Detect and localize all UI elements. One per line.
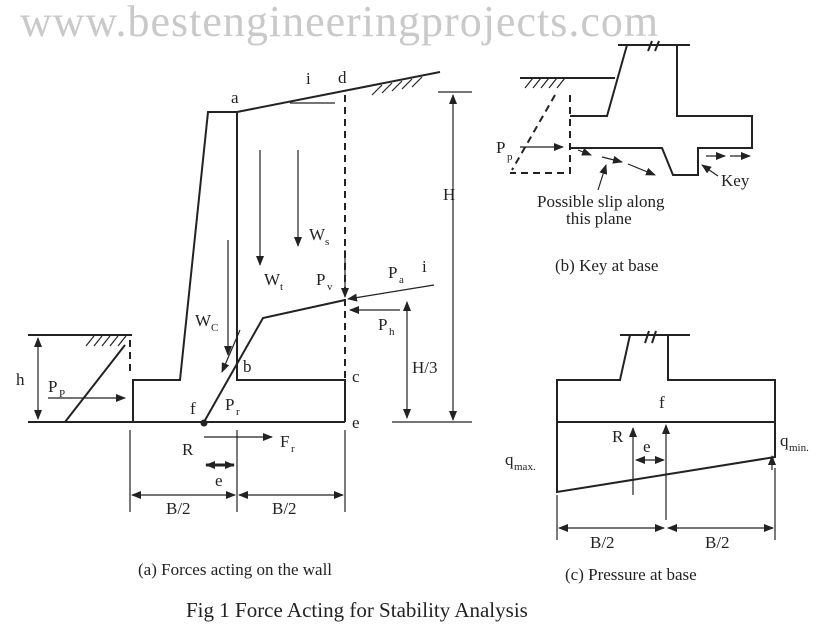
label-qmin: q [780, 431, 789, 450]
label-c: c [352, 367, 360, 386]
label-b2a: B/2 [590, 533, 615, 552]
diagram-line [556, 468, 776, 540]
label-fr_sub: r [291, 443, 295, 455]
force-Pr-arrow [221, 329, 241, 373]
passive-wedge-line [64, 344, 126, 423]
label-i2: i [422, 257, 427, 276]
break-symbol-icon [644, 330, 657, 344]
slip-direction-arrow [601, 155, 623, 164]
label-h3: H/3 [412, 358, 438, 377]
label-wc_sub: C [211, 322, 218, 334]
label-e: e [643, 437, 651, 456]
label-e: e [352, 413, 360, 432]
label-pa_sub: a [399, 274, 404, 286]
label-ws: W [309, 225, 326, 244]
slip-direction-arrow [627, 163, 656, 176]
label-qmax: q [505, 450, 514, 469]
label-wt_sub: t [280, 281, 283, 293]
label-pv_sub: v [327, 281, 333, 293]
label-qmax_sub: max. [514, 461, 536, 473]
caption-a: (a) Forces acting on the wall [138, 560, 332, 579]
key-pointer-arrow [701, 164, 719, 177]
backfill-slope [236, 71, 441, 113]
label-d: d [338, 68, 347, 87]
label-key: Key [721, 171, 750, 190]
break-symbol-icon [647, 40, 660, 52]
label-ph: P [378, 315, 387, 334]
label-h: H [443, 185, 455, 204]
label-a: a [231, 88, 239, 107]
soil-hatch-icon [85, 335, 127, 347]
label-f: f [190, 399, 196, 418]
force-Pa-arrow [347, 284, 435, 302]
label-pp_sub: P [59, 388, 65, 400]
caption-c: (c) Pressure at base [565, 565, 697, 584]
label-pv: P [316, 270, 325, 289]
diagram-line [129, 430, 346, 512]
label-pa: P [388, 263, 397, 282]
label-ws_sub: s [325, 236, 329, 248]
label-ecc: e [215, 471, 223, 490]
wall-outline [28, 111, 346, 423]
label-qmin_sub: min. [789, 442, 809, 454]
slip-direction-arrow [577, 148, 592, 156]
label-h: h [16, 370, 25, 389]
label-r: R [182, 440, 194, 459]
figure-title: Fig 1 Force Acting for Stability Analysi… [186, 598, 528, 622]
label-pr: P [225, 395, 234, 414]
soil-hatch-icon [371, 76, 423, 96]
label-slip1: Possible slip along [537, 192, 665, 211]
soil-hatch-icon [524, 77, 566, 89]
label-b2a: B/2 [166, 499, 191, 518]
point-f [200, 419, 208, 427]
caption-b: (b) Key at base [555, 256, 658, 275]
key-wall-outline [520, 44, 753, 176]
label-r: R [612, 427, 624, 446]
label-pp_sub: p [507, 151, 513, 163]
label-b2b: B/2 [272, 499, 297, 518]
label-b: b [243, 357, 252, 376]
slip-pointer-arrow [597, 164, 608, 191]
label-ph_sub: h [389, 326, 395, 338]
label-b2b: B/2 [705, 533, 730, 552]
label-pr_sub: r [236, 406, 240, 418]
label-wc: W [195, 311, 212, 330]
label-f: f [659, 393, 665, 412]
label-wt: W [264, 270, 281, 289]
resultant-line [203, 299, 346, 423]
passive-wedge-dashed [510, 94, 571, 174]
label-fr: F [280, 432, 289, 451]
label-pp: P [48, 377, 57, 396]
watermark: www.bestengineeringprojects.com [20, 0, 659, 46]
label-i: i [306, 69, 311, 88]
base-outline [556, 334, 776, 423]
label-slip2: this plane [566, 209, 632, 228]
label-pp: P [496, 138, 505, 157]
